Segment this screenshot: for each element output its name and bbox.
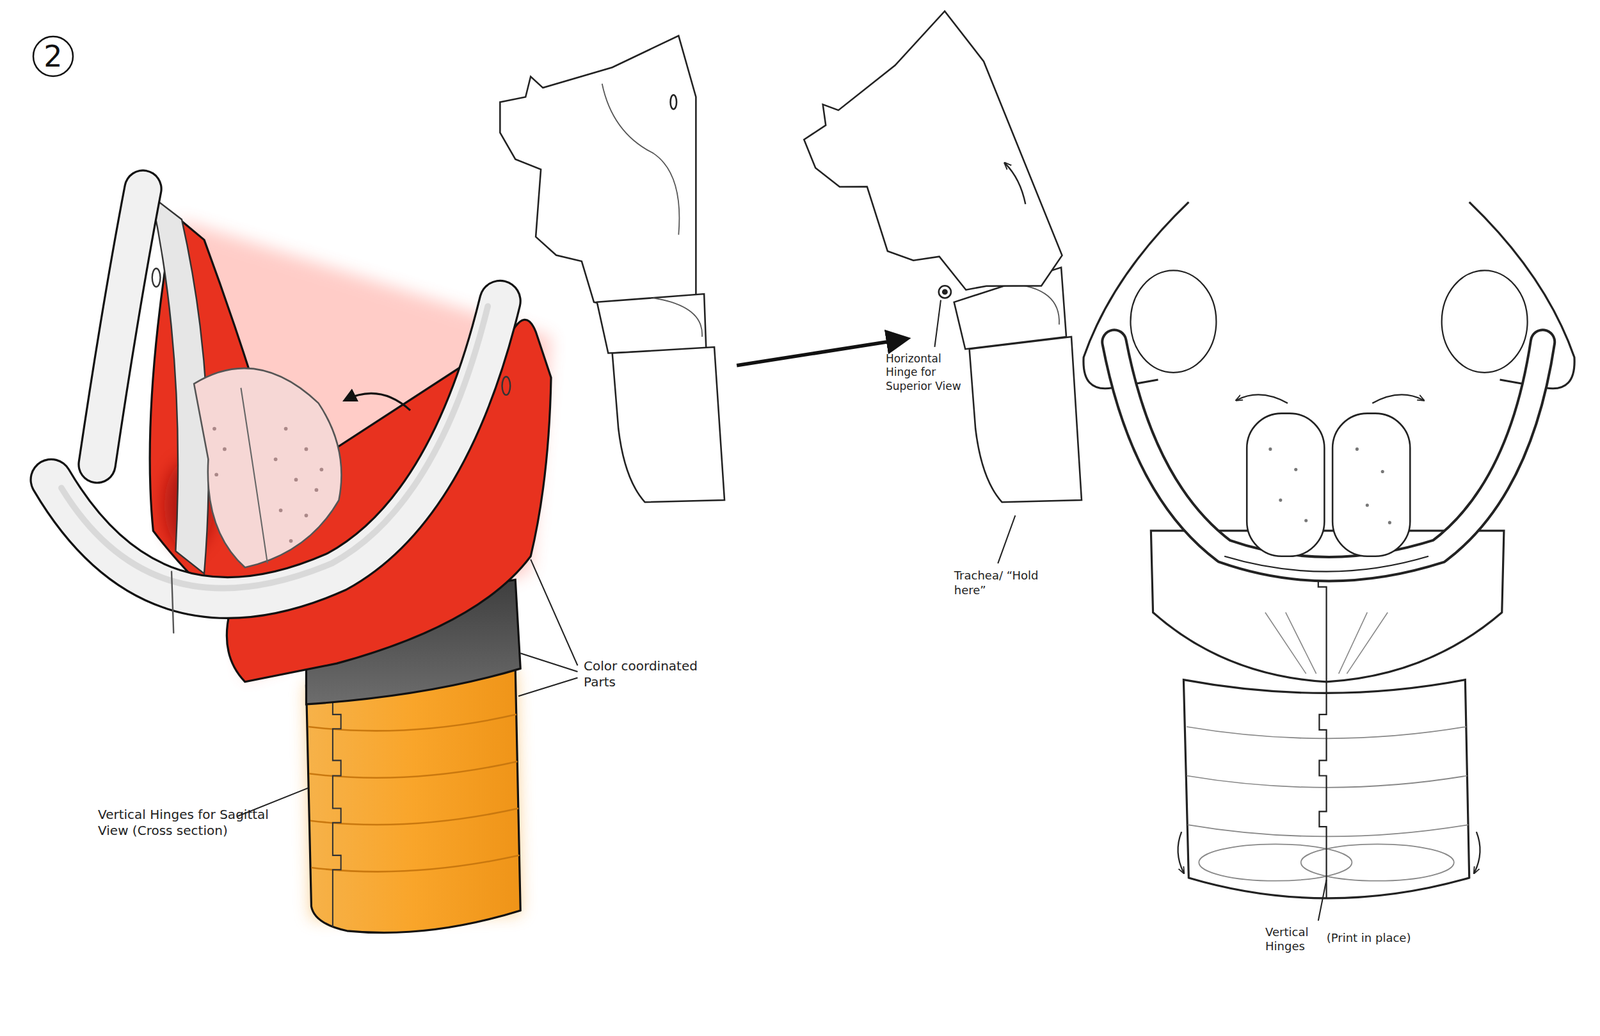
color-model xyxy=(51,188,552,933)
callout-circle: 2 xyxy=(32,35,75,78)
open-arrow xyxy=(1004,163,1026,205)
hinge-pin xyxy=(938,285,952,298)
foramen xyxy=(670,94,678,109)
annotation-label: Trachea/ “Hold here” xyxy=(954,568,1044,598)
rotate-arrow xyxy=(344,392,411,410)
hinge-line xyxy=(1318,556,1327,898)
hinge-pin-core xyxy=(942,289,947,294)
annotation-label: Color coordinated Parts xyxy=(583,657,712,690)
thyroid-outline xyxy=(499,35,696,327)
hyoid-u xyxy=(1114,341,1544,569)
callout-number: 2 xyxy=(32,41,75,72)
leader-lines xyxy=(236,300,1327,921)
epiglottis xyxy=(193,368,342,568)
horn xyxy=(1441,270,1528,372)
trachea-outline xyxy=(969,336,1082,502)
hyoid-white xyxy=(51,188,500,633)
epiglottis-cover xyxy=(1224,556,1429,572)
open-arrow xyxy=(1236,394,1288,403)
annotation-label: (Print in place) xyxy=(1326,930,1436,946)
epiglottis-half xyxy=(1246,413,1325,557)
epiglottis-fold xyxy=(240,387,267,564)
epiglottis-dots xyxy=(1268,447,1392,525)
trachea-rings xyxy=(308,714,520,872)
horn xyxy=(1130,270,1216,372)
transition-arrow xyxy=(736,338,907,365)
open-arrow xyxy=(1474,831,1481,873)
open-arrow xyxy=(1372,394,1424,403)
foramen xyxy=(502,376,511,395)
sagittal-sketch xyxy=(499,35,725,502)
trachea-rings xyxy=(1186,726,1469,881)
trachea-outline xyxy=(612,346,725,502)
foramen xyxy=(152,268,161,287)
epiglottis-dots xyxy=(212,426,324,543)
superior-view xyxy=(1083,202,1575,898)
open-arrow xyxy=(1178,831,1184,873)
annotation-label: Horizontal Hinge for Superior View xyxy=(885,352,964,393)
annotation-label: Vertical Hinges for Sagittal View (Cross… xyxy=(97,806,279,839)
sagittal-sketch-open xyxy=(778,4,1082,502)
hinge-notches xyxy=(332,695,342,927)
cricoid-arc xyxy=(652,297,703,337)
annotation-label: Vertical Hinges xyxy=(1265,924,1323,954)
epiglottis-half xyxy=(1332,413,1410,557)
trachea-orange xyxy=(305,669,521,933)
thyroid-inner xyxy=(602,83,680,235)
cricoid-outline xyxy=(597,293,707,353)
cricoid-arc xyxy=(1009,283,1060,325)
thyroid-outline xyxy=(778,4,1070,348)
